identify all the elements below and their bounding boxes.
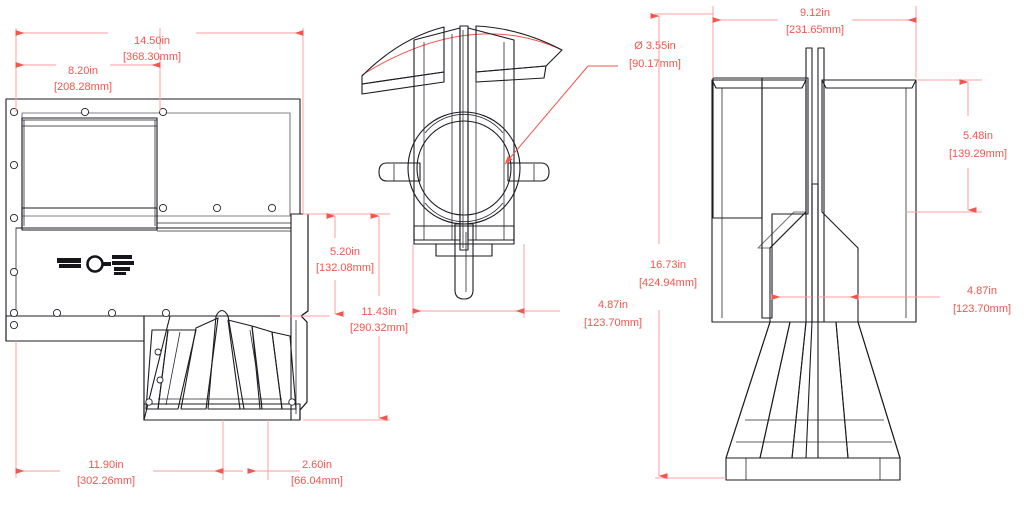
dim-left-flange-width-inch: 8.20in [68,65,98,77]
bolt-hole [9,107,19,117]
bolt-hole [52,308,62,318]
embossed-logo-marking [57,255,134,275]
dim-right-neck-width-mm: [123.70mm] [953,303,1011,315]
dim-right-top-width-mm: [231.65mm] [786,24,844,36]
middle-top-view-model [361,25,563,300]
bolt-hole [161,308,171,318]
dim-middle-bore-diameter-mm: [90.17mm] [629,58,681,70]
left-view-dimensions: 14.50in [368.30mm] 8.20in [208.28mm] 5.2… [15,28,408,487]
bolt-hole [288,398,296,406]
dim-left-total-height-mm: [290.32mm] [350,322,408,334]
dim-left-overall-width-mm: [368.30mm] [123,51,181,63]
bolt-hole [9,320,19,330]
dim-left-base-length-inch: 11.90in [88,459,123,471]
dim-right-plenum-height-inch: 5.48in [963,130,993,142]
bolt-hole [80,107,90,117]
dim-left-base-length-mm: [302.26mm] [77,475,135,487]
dim-left-flange-width-mm: [208.28mm] [54,81,112,93]
bolt-hole [267,203,277,213]
middle-view-dimensions: Ø 3.55in [90.17mm] 4.87in [123.70mm] [412,40,681,329]
bolt-hole [9,160,19,170]
dim-right-top-width-inch: 9.12in [800,7,830,19]
bolt-hole [156,376,164,384]
bolt-hole [212,203,222,213]
right-front-view-model [711,47,917,481]
dim-left-overall-width-inch: 14.50in [134,35,170,47]
dim-right-neck-width-inch: 4.87in [967,285,997,297]
bolt-hole [9,267,19,277]
dim-right-overall-height-mm: [424.94mm] [639,277,697,289]
dim-right-plenum-height-mm: [139.29mm] [949,148,1007,160]
dim-left-base-offset-inch: 2.60in [302,459,332,471]
bolt-hole [9,308,19,318]
right-view-dimensions: 9.12in [231.65mm] 5.48in [139.29mm] 16.7… [639,6,1011,479]
bolt-hole [107,308,117,318]
bolt-hole [9,213,19,223]
dim-right-overall-height-inch: 16.73in [650,259,686,271]
dim-left-upper-height-inch: 5.20in [330,246,360,258]
dim-left-upper-height-mm: [132.08mm] [316,262,374,274]
dim-middle-port-span-inch: 4.87in [598,299,628,311]
dim-left-base-offset-mm: [66.04mm] [291,475,343,487]
bolt-hole [158,107,168,117]
bolt-hole [145,398,153,406]
dim-middle-port-span-mm: [123.70mm] [584,317,642,329]
dim-middle-bore-diameter-inch: Ø 3.55in [634,40,676,52]
bolt-hole [158,203,168,213]
dim-left-total-height-inch: 11.43in [361,306,396,318]
left-side-view-model [5,98,309,421]
bolt-hole [154,348,162,356]
